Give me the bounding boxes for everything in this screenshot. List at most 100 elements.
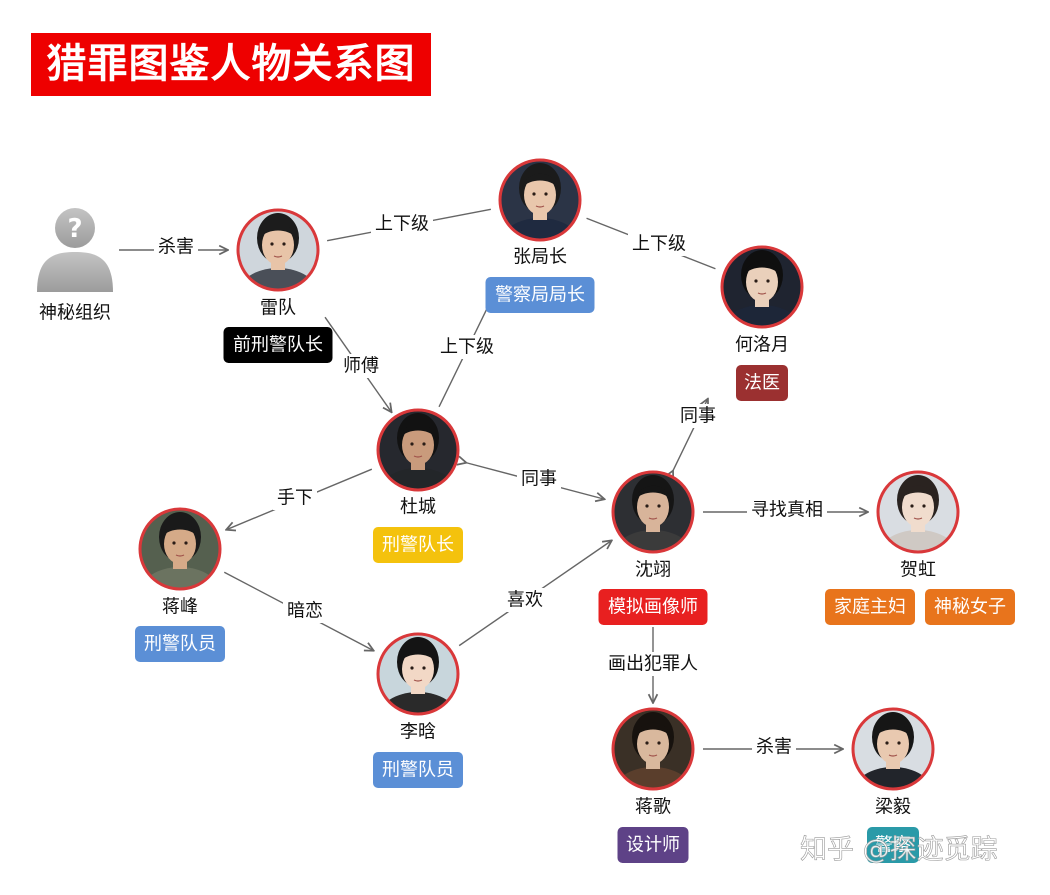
liang-portrait bbox=[854, 710, 932, 788]
avatar-ring bbox=[720, 245, 804, 329]
role-badge-text: 家庭主妇 bbox=[834, 597, 906, 618]
avatar-ring bbox=[851, 707, 935, 791]
relation-edge: 寻找真相 bbox=[703, 498, 868, 522]
role-badge: 刑警队员 bbox=[373, 752, 463, 788]
relation-edge: 上下级 bbox=[586, 217, 716, 270]
avatar-ring bbox=[236, 208, 320, 292]
li-portrait bbox=[379, 635, 457, 713]
page-title: 猎罪图鉴人物关系图 bbox=[31, 33, 431, 96]
relation-edge: 上下级 bbox=[326, 208, 492, 242]
hehong-portrait bbox=[879, 473, 957, 551]
relation-edge: 喜欢 bbox=[458, 540, 612, 647]
role-badge-bg bbox=[867, 827, 919, 863]
person-name: 雷队 bbox=[260, 298, 296, 319]
role-badge-text: 模拟画像师 bbox=[608, 597, 698, 618]
relation-label-bg bbox=[436, 335, 498, 359]
avatar-ring bbox=[611, 707, 695, 791]
person-name: 贺虹 bbox=[900, 560, 936, 581]
relation-label: 上下级 bbox=[375, 214, 429, 235]
relation-label: 杀害 bbox=[158, 237, 194, 258]
role-badge-text: 神秘女子 bbox=[934, 597, 1006, 618]
relation-label-bg bbox=[604, 652, 702, 676]
relation-edge: 杀害 bbox=[703, 735, 843, 759]
person-name: 沈翊 bbox=[635, 560, 671, 581]
role-badge: 家庭主妇 bbox=[825, 589, 915, 625]
role-badge-bg bbox=[598, 589, 708, 625]
avatar-ring bbox=[376, 632, 460, 716]
role-badge: 刑警队员 bbox=[135, 626, 225, 662]
he-portrait bbox=[723, 248, 801, 326]
person-name: 神秘组织 bbox=[39, 303, 111, 324]
jiangge-portrait bbox=[614, 710, 692, 788]
role-badge-text: 设计师 bbox=[626, 835, 680, 856]
relation-label-bg bbox=[676, 404, 720, 428]
role-badge: 前刑警队长 bbox=[223, 327, 333, 363]
relation-edge: 上下级 bbox=[436, 303, 498, 408]
relation-label-bg bbox=[517, 467, 561, 491]
relation-label-bg bbox=[503, 588, 547, 612]
avatar-ring bbox=[876, 470, 960, 554]
relation-label: 寻找真相 bbox=[751, 500, 823, 521]
role-badge-text: 警察局局长 bbox=[495, 285, 585, 306]
relation-edge: 同事 bbox=[466, 463, 604, 499]
role-badge-text: 警察 bbox=[875, 835, 911, 856]
role-badge-text: 刑警队员 bbox=[382, 760, 454, 781]
relation-label: 同事 bbox=[521, 469, 557, 490]
role-badge: 模拟画像师 bbox=[598, 589, 708, 625]
role-badge-bg bbox=[135, 626, 225, 662]
zhang-portrait bbox=[501, 161, 579, 239]
role-badge: 法医 bbox=[736, 365, 788, 401]
avatar-ring bbox=[611, 470, 695, 554]
lei-portrait bbox=[239, 211, 317, 289]
relation-label: 师傅 bbox=[343, 356, 379, 377]
relation-label: 画出犯罪人 bbox=[608, 654, 698, 675]
relation-label-bg bbox=[273, 486, 317, 510]
avatar-ring bbox=[138, 507, 222, 591]
role-badge-text: 刑警队员 bbox=[144, 634, 216, 655]
watermark-text: 知乎 @探迹觅踪 bbox=[800, 835, 998, 866]
role-badge: 警察 bbox=[867, 827, 919, 863]
relation-label-bg bbox=[339, 354, 383, 378]
relation-label-bg bbox=[752, 735, 796, 759]
relation-label: 上下级 bbox=[632, 234, 686, 255]
question-mark-icon: ? bbox=[67, 214, 82, 244]
relation-label-bg bbox=[154, 235, 198, 259]
role-badge: 刑警队长 bbox=[373, 527, 463, 563]
role-badge-bg bbox=[485, 277, 595, 313]
person-name: 张局长 bbox=[513, 247, 567, 268]
role-badge-bg bbox=[736, 365, 788, 401]
relation-edge: 手下 bbox=[226, 468, 373, 530]
role-badge-text: 法医 bbox=[744, 373, 780, 394]
role-badge-bg bbox=[617, 827, 689, 863]
person-node-mystery[interactable]: ? 神秘组织 bbox=[37, 208, 113, 324]
person-name: 李晗 bbox=[400, 722, 436, 743]
relation-label-bg bbox=[283, 599, 327, 623]
relation-edge: 画出犯罪人 bbox=[604, 627, 702, 703]
shen-portrait bbox=[614, 473, 692, 551]
person-name: 杜城 bbox=[400, 497, 436, 518]
avatar-ring bbox=[498, 158, 582, 242]
relation-edge: 师傅 bbox=[324, 316, 392, 412]
people-layer: ?神秘组织雷队前刑警队长张局长警察局局长何洛月法医杜城刑警队长沈翊模拟画像师贺虹… bbox=[37, 158, 1015, 863]
watermark-layer: 知乎 @探迹觅踪 bbox=[800, 834, 998, 866]
relation-label: 同事 bbox=[680, 406, 716, 427]
role-badge-text: 前刑警队长 bbox=[233, 335, 323, 356]
relation-edge: 暗恋 bbox=[223, 571, 373, 651]
role-badge: 设计师 bbox=[617, 827, 689, 863]
relation-label-bg bbox=[628, 232, 690, 256]
relation-label: 杀害 bbox=[756, 737, 792, 758]
relation-label: 手下 bbox=[277, 488, 313, 509]
person-name: 何洛月 bbox=[735, 335, 789, 356]
unknown-person-silhouette-icon: ? bbox=[37, 208, 113, 292]
